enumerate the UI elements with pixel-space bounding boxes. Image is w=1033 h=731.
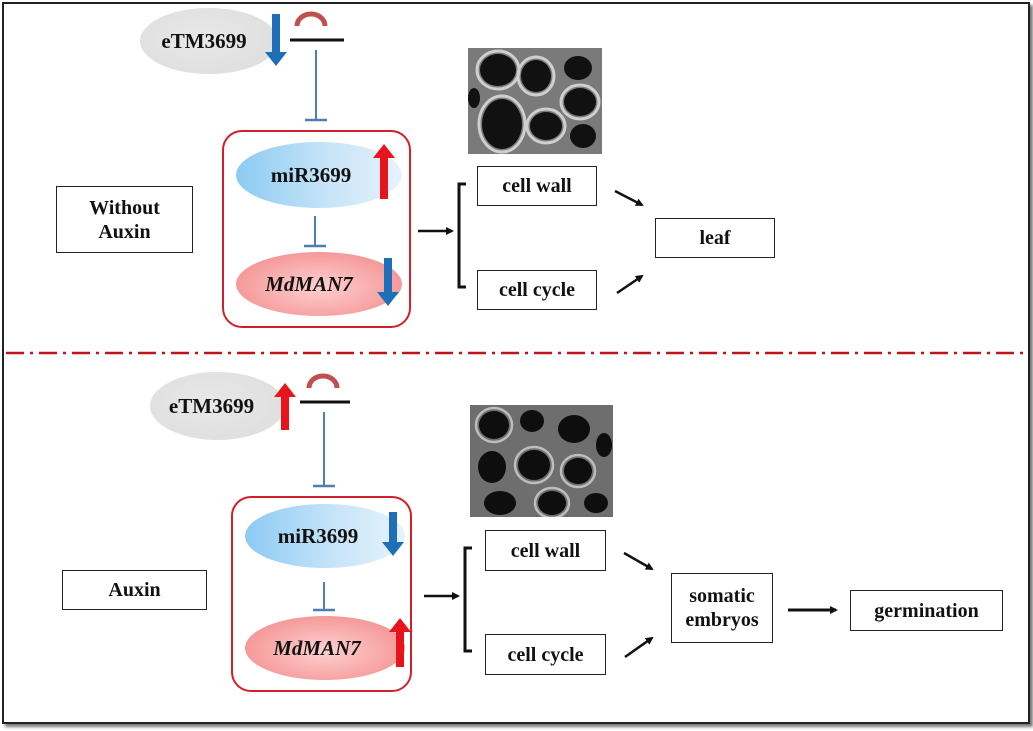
cellcycle-to-leaf-arrow [616, 274, 644, 295]
process-bracket [457, 182, 466, 289]
process-cell-cycle-auxin: cell cycle [485, 634, 606, 675]
etm3699-node-auxin: eTM3699 [150, 372, 285, 440]
etm-up-arrow-icon-auxin [274, 383, 296, 430]
etm3699-label: eTM3699 [161, 28, 247, 53]
etm3699-label-auxin: eTM3699 [168, 393, 255, 418]
mir-target-module [222, 130, 411, 328]
mdman7-label-auxin: MdMAN7 [273, 635, 361, 660]
mdman7-node: MdMAN7 [236, 252, 402, 316]
mir3699-node: miR3699 [236, 142, 402, 208]
mir-target-module-auxin [231, 496, 412, 692]
etm-down-arrow-icon [265, 14, 287, 66]
mir3699-label: miR3699 [270, 162, 352, 187]
process-cell-wall-auxin: cell wall [485, 530, 606, 571]
cellwall-to-leaf-arrow [614, 189, 644, 207]
condition-label-auxin: Auxin [62, 570, 207, 610]
mir-down-arrow-icon-auxin [382, 512, 404, 556]
outcome-leaf: leaf [655, 218, 775, 258]
cellcycle-to-embryos-arrow [624, 636, 654, 659]
mdman7-label: MdMAN7 [265, 271, 353, 296]
mir3699-node-auxin: miR3699 [245, 504, 405, 568]
target-down-arrow-icon [377, 258, 399, 306]
cellwall-to-embryos-arrow [623, 551, 654, 571]
process-bracket-auxin [463, 546, 472, 653]
outcome-germination: germination [850, 590, 1003, 631]
inhibition-etm-to-mir-auxin [313, 412, 335, 488]
mir3699-label-auxin: miR3699 [277, 523, 359, 548]
process-cell-cycle: cell cycle [477, 270, 597, 310]
sem-micrograph [468, 48, 602, 154]
inhibition-etm-to-mir [305, 50, 327, 122]
sem-micrograph-auxin [470, 405, 613, 517]
condition-label-without-auxin: Without Auxin [56, 186, 193, 253]
etm3699-node: eTM3699 [140, 8, 278, 74]
process-cell-wall: cell wall [477, 166, 597, 206]
outcome-somatic-embryos: somatic embryos [671, 573, 773, 643]
mdman7-node-auxin: MdMAN7 [245, 616, 405, 680]
mir-up-arrow-icon [373, 144, 395, 199]
inhibition-mir-to-target [304, 216, 326, 248]
binding-cap-icon [294, 11, 328, 27]
binding-cap-icon-auxin [306, 373, 340, 389]
target-up-arrow-icon-auxin [389, 618, 411, 667]
inhibition-mir-to-target-auxin [313, 582, 335, 612]
